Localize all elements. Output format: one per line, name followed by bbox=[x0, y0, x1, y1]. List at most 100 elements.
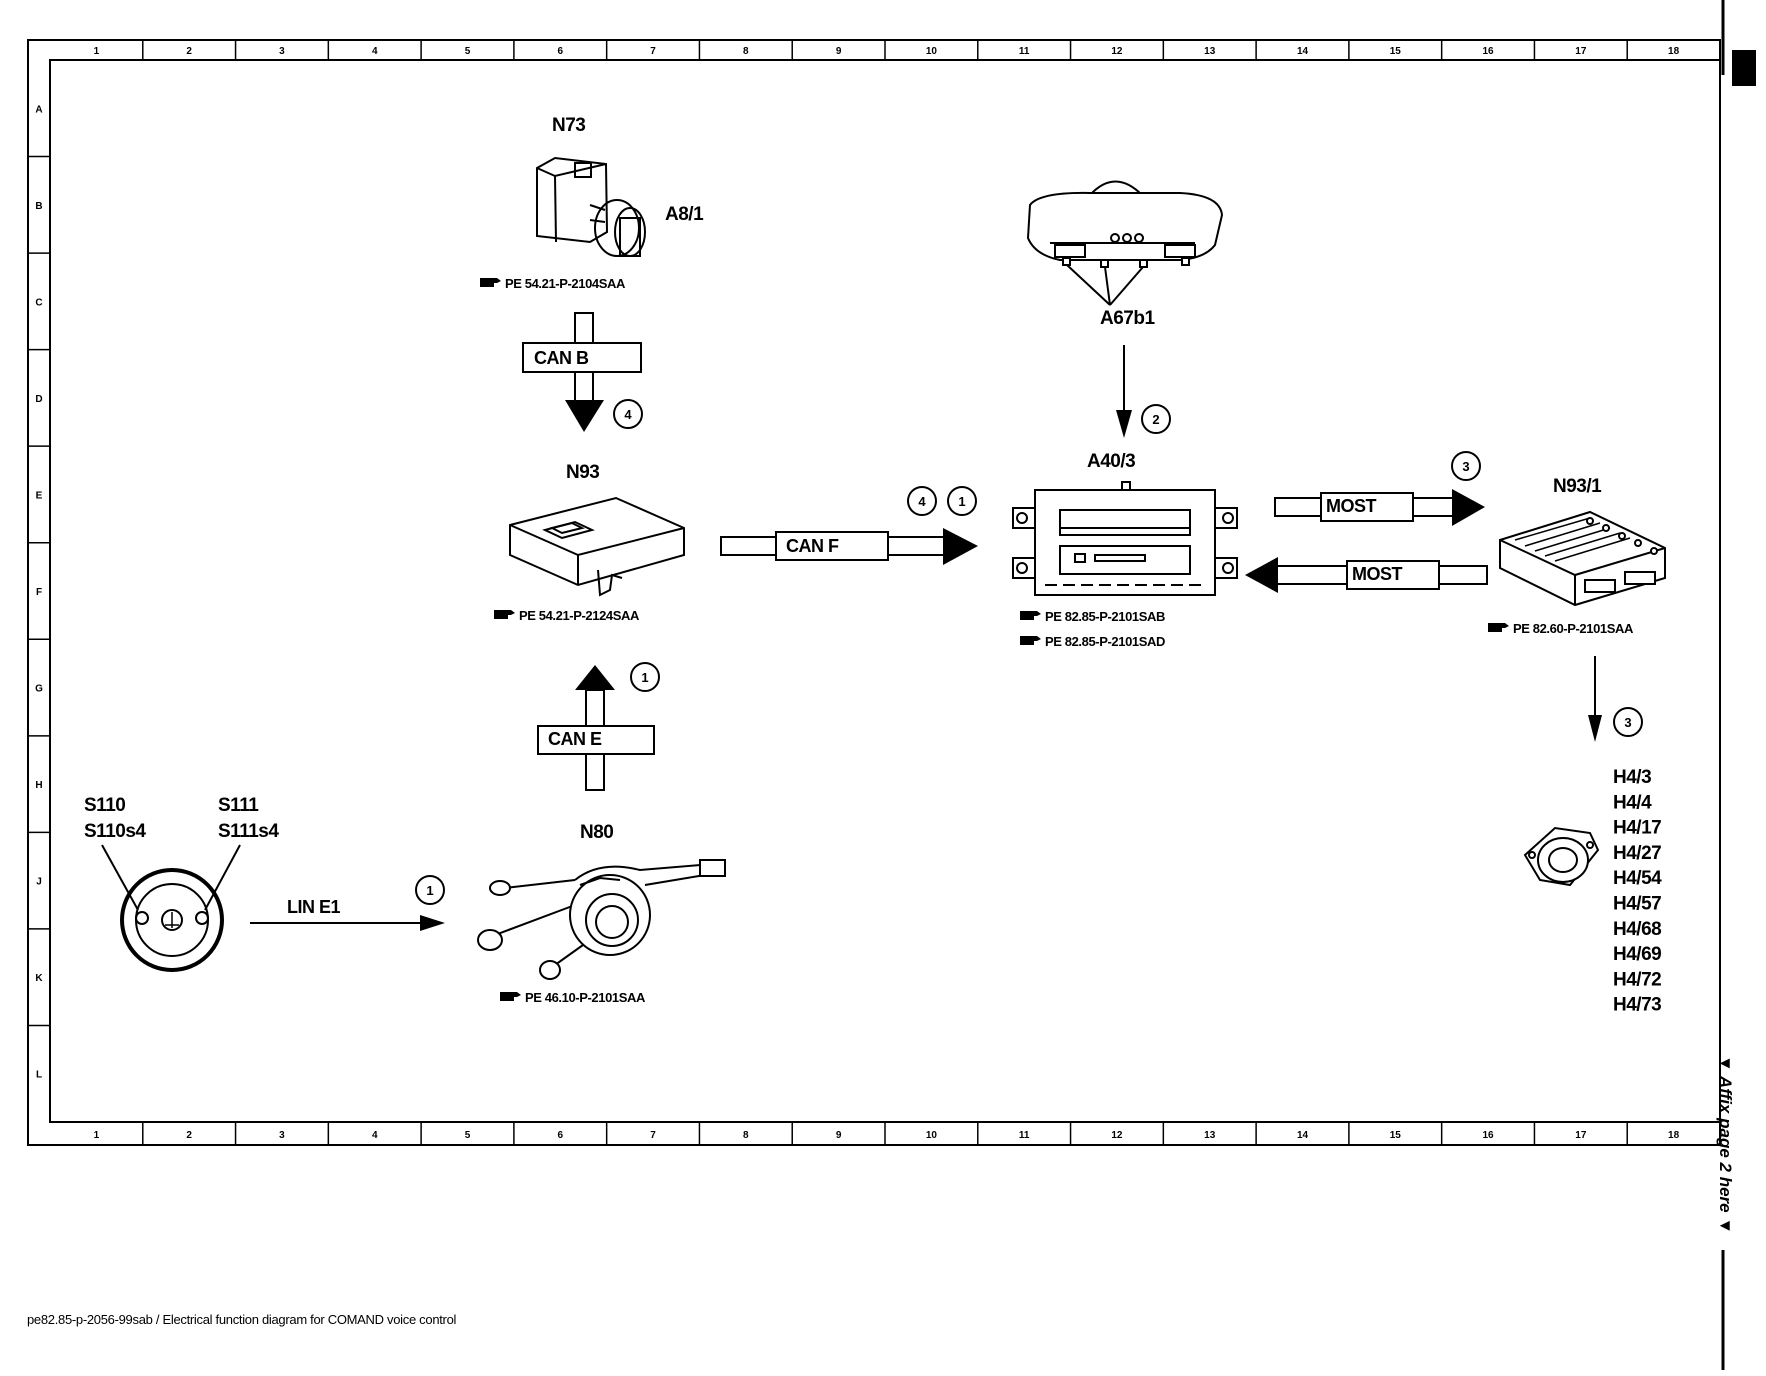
a40-3-head-unit-icon bbox=[1012, 481, 1238, 596]
a40-3-ref-1: PE 82.85-P-2101SAB bbox=[1045, 609, 1165, 624]
s111-label: S111 bbox=[218, 795, 259, 816]
n93-1-ref: PE 82.60-P-2101SAA bbox=[1513, 621, 1634, 636]
a67b1-mirror-icon bbox=[1026, 180, 1224, 306]
grid-column-label: 7 bbox=[650, 1130, 656, 1141]
grid-column-label: 5 bbox=[465, 46, 471, 57]
grid-row-label: D bbox=[35, 394, 42, 405]
s110-label: S110 bbox=[84, 795, 125, 816]
speaker-label: H4/57 bbox=[1613, 894, 1661, 915]
speaker-label: H4/27 bbox=[1613, 843, 1661, 864]
grid-column-label: 17 bbox=[1575, 1130, 1587, 1141]
n73-label: N73 bbox=[552, 115, 585, 136]
speaker-list: H4/3H4/4H4/17H4/27H4/54H4/57H4/68H4/69H4… bbox=[1613, 767, 1663, 1016]
n93-ref: PE 54.21-P-2124SAA bbox=[519, 608, 640, 623]
n80-label: N80 bbox=[580, 822, 613, 843]
grid-column-label: 13 bbox=[1204, 1130, 1216, 1141]
grid-column-label: 6 bbox=[557, 46, 563, 57]
marker-lin: 1 bbox=[415, 875, 445, 905]
binding-mark bbox=[1721, 0, 1756, 1370]
marker-can-e: 1 bbox=[630, 662, 660, 692]
can-b-arrow bbox=[522, 312, 642, 432]
grid-column-label: 14 bbox=[1297, 1130, 1309, 1141]
svg-text:3: 3 bbox=[1462, 459, 1469, 474]
svg-text:3: 3 bbox=[1624, 715, 1631, 730]
a40-3-ref-2: PE 82.85-P-2101SAD bbox=[1045, 634, 1165, 649]
n93-1-label: N93/1 bbox=[1553, 476, 1602, 497]
grid-column-label: 5 bbox=[465, 1130, 471, 1141]
grid-column-label: 13 bbox=[1204, 46, 1216, 57]
pointing-hand-icon bbox=[480, 278, 501, 287]
grid-column-label: 12 bbox=[1111, 46, 1123, 57]
pointing-hand-icon bbox=[1488, 623, 1509, 632]
marker-a67b1: 2 bbox=[1141, 404, 1171, 434]
speaker-label: H4/72 bbox=[1613, 969, 1661, 990]
n73-ref: PE 54.21-P-2104SAA bbox=[505, 276, 626, 291]
lin-e1-arrow bbox=[250, 915, 445, 931]
grid-row-label: K bbox=[35, 973, 43, 984]
most-out-label: MOST bbox=[1326, 496, 1377, 516]
speaker-label: H4/4 bbox=[1613, 792, 1652, 813]
most-in-arrow bbox=[1245, 557, 1488, 593]
steering-wheel-icon bbox=[101, 844, 241, 972]
s110s4-label: S110s4 bbox=[84, 821, 146, 842]
can-f-label: CAN F bbox=[786, 536, 839, 556]
grid-row-label: C bbox=[35, 297, 42, 308]
can-f-arrow bbox=[720, 528, 978, 565]
affix-page-note: ▼ Affix page 2 here ▼ bbox=[1716, 1055, 1735, 1235]
speaker-icon bbox=[1523, 826, 1600, 887]
pointing-hand-icon bbox=[1020, 611, 1041, 620]
grid-column-label: 16 bbox=[1482, 1130, 1494, 1141]
marker-speakers: 3 bbox=[1613, 707, 1643, 737]
grid-column-label: 7 bbox=[650, 46, 656, 57]
speaker-label: H4/54 bbox=[1613, 868, 1662, 889]
grid-column-label: 11 bbox=[1019, 1130, 1030, 1141]
grid-column-label: 16 bbox=[1482, 46, 1494, 57]
svg-text:1: 1 bbox=[426, 883, 433, 898]
speaker-label: H4/68 bbox=[1613, 919, 1661, 940]
svg-text:4: 4 bbox=[918, 494, 926, 509]
n80-ref: PE 46.10-P-2101SAA bbox=[525, 990, 646, 1005]
grid-column-label: 9 bbox=[836, 1130, 842, 1141]
svg-text:1: 1 bbox=[641, 670, 648, 685]
grid-column-label: 11 bbox=[1019, 46, 1030, 57]
grid-column-label: 8 bbox=[743, 1130, 749, 1141]
grid-column-label: 15 bbox=[1390, 1130, 1402, 1141]
svg-text:1: 1 bbox=[958, 494, 965, 509]
grid-column-label: 2 bbox=[186, 1130, 192, 1141]
most-out-arrow bbox=[1274, 489, 1485, 526]
grid-row-label: L bbox=[36, 1070, 42, 1081]
grid-column-label: 8 bbox=[743, 46, 749, 57]
grid-row-label: J bbox=[36, 877, 42, 888]
n73-sub-label: A8/1 bbox=[665, 204, 704, 225]
a67b1-arrow bbox=[1116, 345, 1132, 438]
n73-ignition-switch-icon bbox=[536, 156, 646, 257]
grid-column-label: 1 bbox=[94, 46, 100, 57]
grid-row-label: G bbox=[35, 684, 43, 695]
svg-text:4: 4 bbox=[624, 407, 632, 422]
pointing-hand-icon bbox=[1020, 636, 1041, 645]
grid-column-label: 6 bbox=[557, 1130, 563, 1141]
grid-column-label: 3 bbox=[279, 46, 285, 57]
grid-column-label: 4 bbox=[372, 1130, 378, 1141]
grid-column-label: 18 bbox=[1668, 46, 1680, 57]
pointing-hand-icon bbox=[494, 610, 515, 619]
grid-column-label: 15 bbox=[1390, 46, 1402, 57]
marker-can-f-b: 1 bbox=[947, 486, 977, 516]
a40-3-label: A40/3 bbox=[1087, 451, 1135, 472]
grid-column-label: 17 bbox=[1575, 46, 1587, 57]
grid-column-label: 9 bbox=[836, 46, 842, 57]
grid-column-label: 2 bbox=[186, 46, 192, 57]
speaker-label: H4/69 bbox=[1613, 944, 1661, 965]
grid-row-label: B bbox=[35, 201, 42, 212]
a67b1-label: A67b1 bbox=[1100, 308, 1155, 329]
most-in-label: MOST bbox=[1352, 564, 1403, 584]
drawing-frame bbox=[27, 39, 1721, 1146]
grid-column-label: 12 bbox=[1111, 1130, 1123, 1141]
can-b-label: CAN B bbox=[534, 348, 589, 368]
grid-column-label: 3 bbox=[279, 1130, 285, 1141]
n93-label: N93 bbox=[566, 462, 599, 483]
grid-row-label: E bbox=[36, 490, 43, 501]
can-e-label: CAN E bbox=[548, 729, 602, 749]
n93-module-icon bbox=[509, 496, 685, 597]
speaker-arrow bbox=[1588, 656, 1602, 742]
